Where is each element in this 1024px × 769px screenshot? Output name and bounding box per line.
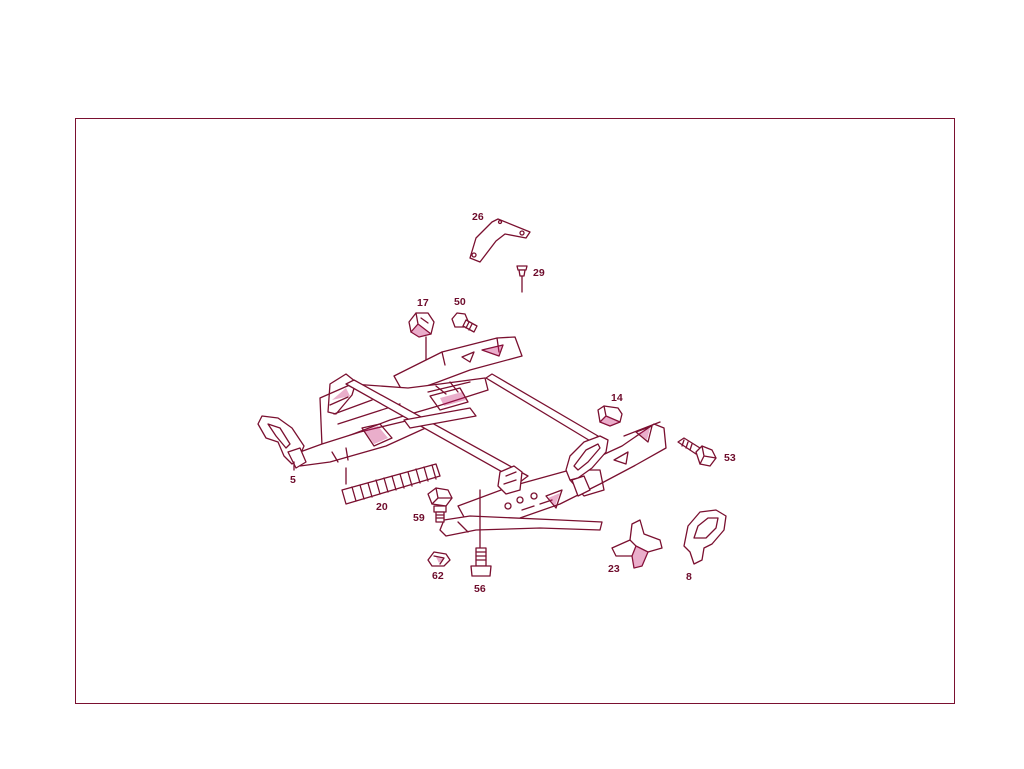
part-56-bolt[interactable] — [470, 489, 492, 577]
part-14-stop-buffer[interactable] — [597, 405, 623, 427]
label-59: 59 — [413, 512, 425, 524]
label-8: 8 — [686, 571, 692, 583]
part-8-handle-grip[interactable] — [683, 509, 727, 565]
part-20-spring[interactable] — [341, 463, 441, 505]
label-17: 17 — [417, 297, 429, 309]
label-53: 53 — [724, 452, 736, 464]
part-29-pin[interactable] — [516, 265, 528, 293]
part-5-front-handle[interactable] — [257, 415, 307, 471]
label-5: 5 — [290, 474, 296, 486]
label-23: 23 — [608, 563, 620, 575]
label-26: 26 — [472, 211, 484, 223]
label-56: 56 — [474, 583, 486, 595]
seat-frame-assembly[interactable] — [299, 336, 667, 537]
part-26-bracket-plate[interactable] — [469, 218, 531, 263]
right-seat-handle[interactable] — [565, 435, 609, 497]
label-50: 50 — [454, 296, 466, 308]
label-62: 62 — [432, 570, 444, 582]
label-20: 20 — [376, 501, 388, 513]
part-23-star-knob[interactable] — [611, 519, 663, 569]
diagram-frame — [75, 118, 955, 704]
part-50-bolt[interactable] — [451, 312, 478, 333]
label-14: 14 — [611, 392, 623, 404]
part-62-clip-nut[interactable] — [427, 551, 451, 567]
part-53-bolt[interactable] — [677, 437, 717, 467]
label-29: 29 — [533, 267, 545, 279]
part-59-hex-bolt[interactable] — [427, 487, 453, 523]
